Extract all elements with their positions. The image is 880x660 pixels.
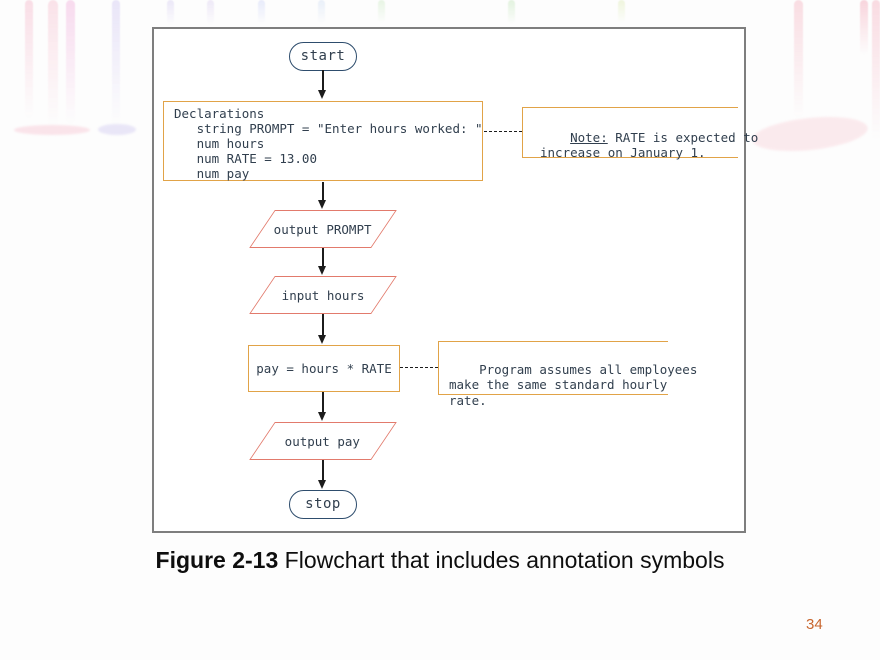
decor-leg: [48, 0, 58, 126]
decor-stroke: [258, 0, 265, 24]
figure-caption: Figure 2-13 Flowchart that includes anno…: [0, 547, 880, 574]
connector-process-output-pay: [322, 392, 324, 413]
connector-output-pay-stop: [322, 460, 324, 481]
page-number: 34: [806, 616, 823, 633]
figure-caption-text: Flowchart that includes annotation symbo…: [278, 547, 725, 573]
flowchart-pay-process-box: pay = hours * RATE: [248, 345, 400, 392]
annotation-note-symbol: Note: RATE is expected to increase on Ja…: [522, 107, 758, 160]
connector-declarations-output-prompt: [322, 182, 324, 201]
flowchart-input-hours: input hours: [249, 276, 397, 314]
annotation-rate-text: Program assumes all employees make the s…: [449, 361, 698, 408]
dashed-connector-note: [484, 131, 522, 132]
decor-leg: [860, 0, 868, 55]
input-hours-label: input hours: [281, 287, 365, 303]
decor-leg: [794, 0, 803, 118]
dashed-connector-rate: [400, 367, 438, 368]
output-prompt-label: output PROMPT: [274, 221, 372, 237]
flowchart-stop-terminal: stop: [289, 490, 357, 519]
decor-stroke: [318, 0, 325, 24]
arrow-down-icon: [318, 335, 327, 344]
declarations-text: Declarations string PROMPT = "Enter hour…: [174, 106, 483, 181]
connector-start-declarations: [322, 70, 324, 91]
arrow-down-icon: [318, 480, 327, 489]
decor-leg: [25, 0, 33, 118]
decor-leg: [66, 0, 75, 124]
annotation-note-text: RATE is expected to increase on January …: [540, 129, 759, 161]
flowchart-output-prompt: output PROMPT: [249, 210, 397, 248]
stop-label: stop: [305, 496, 341, 512]
decor-foot: [14, 125, 90, 135]
flowchart-declarations-box: Declarations string PROMPT = "Enter hour…: [163, 101, 483, 181]
decor-stroke: [167, 0, 174, 25]
arrow-down-icon: [318, 200, 327, 209]
decor-foot: [98, 124, 136, 135]
decor-stroke: [378, 0, 385, 23]
flowchart-start-terminal: start: [289, 42, 357, 71]
connector-input-hours-process: [322, 314, 324, 336]
arrow-down-icon: [318, 412, 327, 421]
arrow-down-icon: [318, 90, 327, 99]
decor-leg: [872, 0, 880, 140]
decor-stroke: [207, 0, 214, 25]
start-label: start: [300, 48, 346, 64]
figure-number: Figure 2-13: [155, 547, 279, 573]
decor-shoe: [750, 112, 870, 156]
connector-output-prompt-input-hours: [322, 248, 324, 267]
process-label: pay = hours * RATE: [256, 361, 392, 376]
arrow-down-icon: [318, 266, 327, 275]
annotation-rate-symbol: Program assumes all employees make the s…: [438, 341, 697, 408]
annotation-note-label: Note:: [570, 129, 608, 145]
decor-stroke: [618, 0, 625, 23]
decor-leg: [112, 0, 120, 126]
output-pay-label: output pay: [285, 433, 361, 449]
flowchart-output-pay: output pay: [249, 422, 397, 460]
decor-stroke: [508, 0, 515, 24]
